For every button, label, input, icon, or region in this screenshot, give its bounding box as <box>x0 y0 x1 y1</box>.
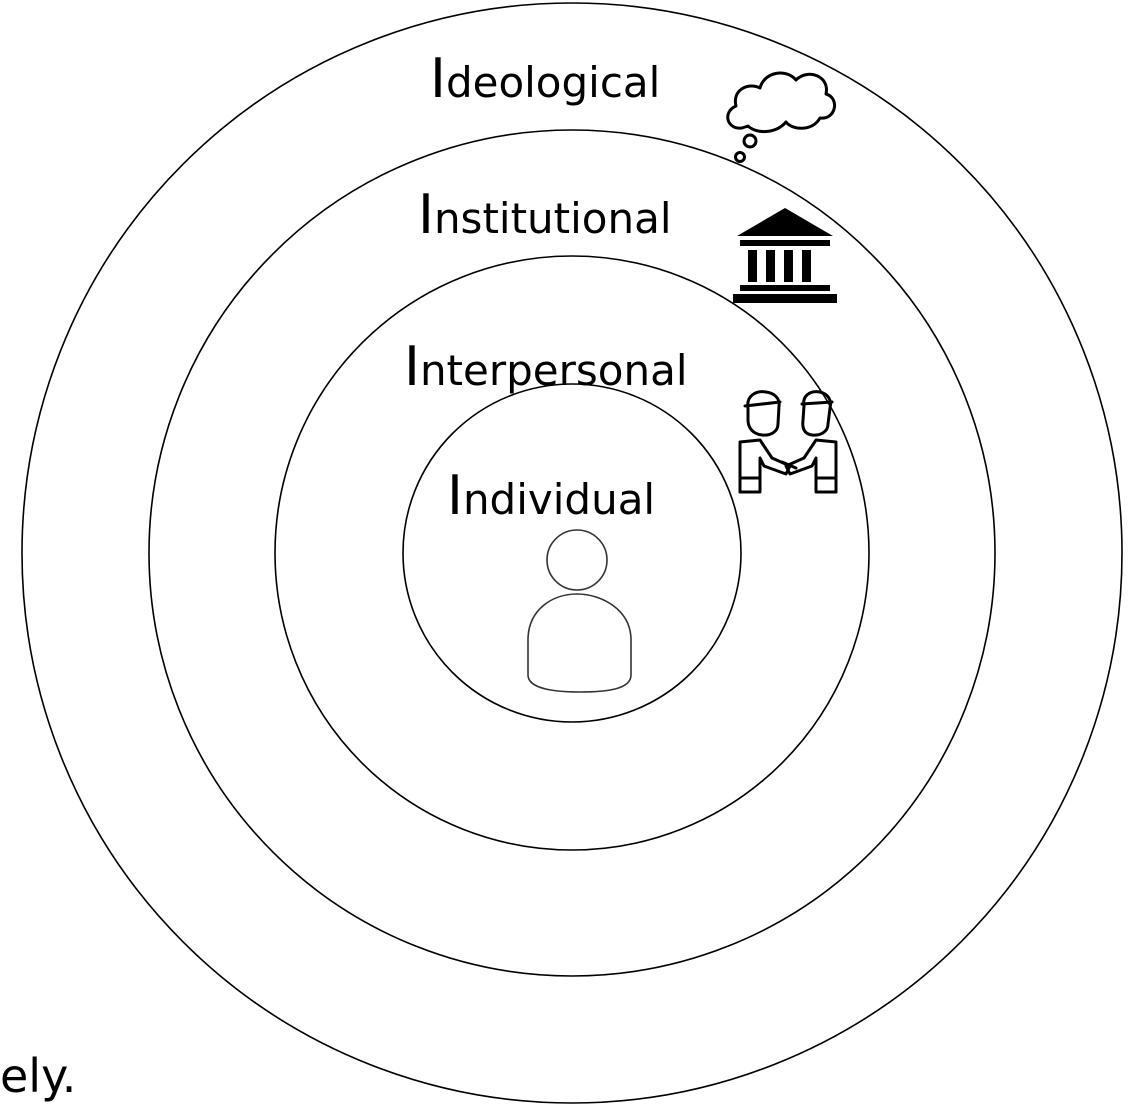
label-individual-initial: I <box>447 464 463 527</box>
label-interpersonal-rest: nterpersonal <box>420 346 688 395</box>
label-interpersonal: Interpersonal <box>404 335 688 398</box>
person-icon <box>527 529 632 693</box>
label-ideological: Ideological <box>430 47 660 110</box>
cut-off-text-fragment: ely. <box>0 1049 76 1103</box>
thought-cloud-icon <box>726 71 836 163</box>
ring-interpersonal <box>274 255 870 851</box>
label-institutional-initial: I <box>418 183 434 246</box>
label-interpersonal-initial: I <box>404 335 420 398</box>
label-individual-rest: ndividual <box>463 475 655 524</box>
label-ideological-initial: I <box>430 47 446 110</box>
label-institutional-rest: nstitutional <box>434 194 672 243</box>
label-ideological-rest: deological <box>446 58 660 107</box>
label-individual: Individual <box>447 464 655 527</box>
institution-building-icon <box>733 208 837 303</box>
ring-institutional <box>148 129 996 977</box>
ring-individual <box>402 383 742 723</box>
label-institutional: Institutional <box>418 183 672 246</box>
ring-ideological <box>21 2 1123 1104</box>
handshake-people-icon <box>738 390 838 494</box>
